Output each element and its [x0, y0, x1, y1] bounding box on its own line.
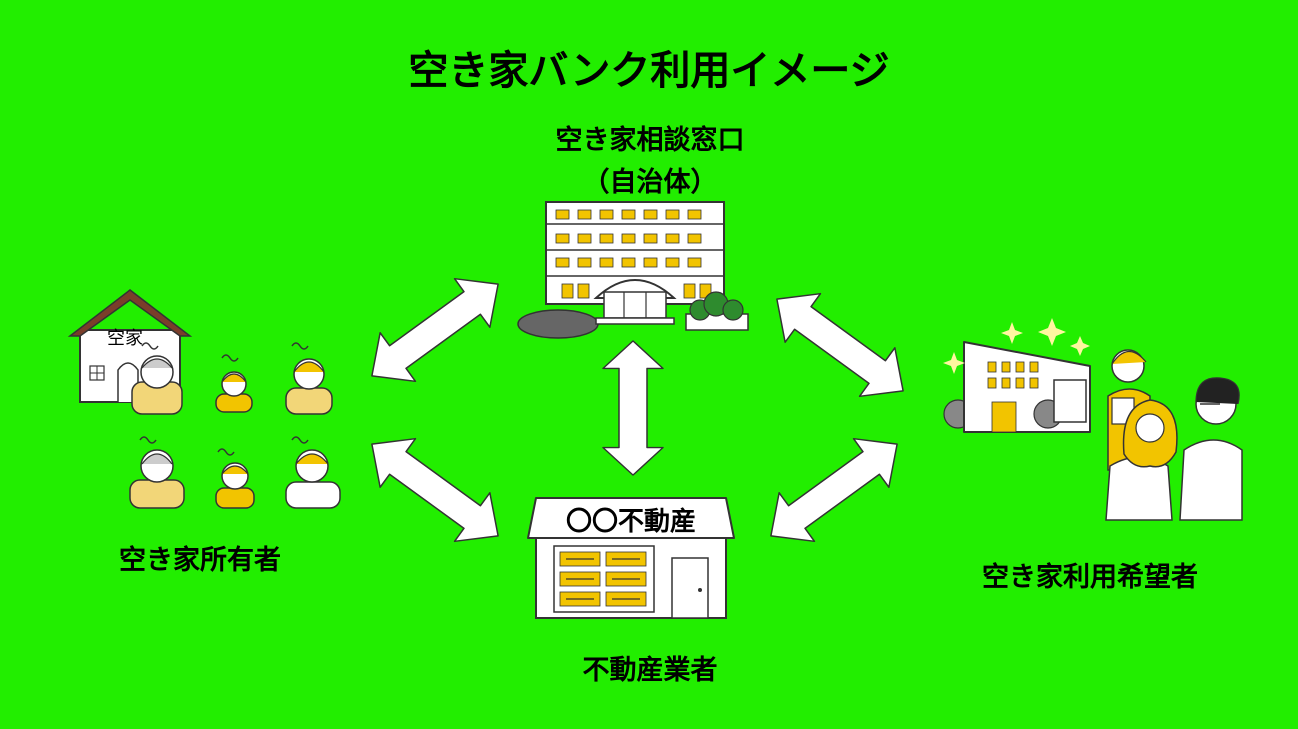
owner-person-6	[285, 449, 341, 509]
consultation-sublabel: （自治体）	[582, 167, 718, 198]
diagram-title: 空き家バンク利用イメージ	[408, 48, 890, 94]
user-label: 空き家利用希望者	[982, 562, 1198, 593]
arrow-agent-user	[752, 419, 916, 561]
vacant-house-icon: 空家	[67, 289, 193, 403]
municipal-building-icon	[517, 201, 749, 339]
woman-person	[1105, 399, 1178, 521]
real-estate-shop-icon: 〇〇不動産	[527, 497, 735, 619]
agent-label: 不動産業者	[582, 655, 718, 686]
owner-label: 空き家所有者	[119, 545, 281, 576]
arrow-owner-consultation	[353, 259, 517, 401]
worry-marks-icon	[139, 342, 309, 456]
owner-person-4	[129, 449, 185, 509]
arrow-owner-agent	[353, 419, 517, 561]
arrow-consultation-agent	[602, 340, 664, 476]
man-person	[1179, 377, 1243, 521]
owner-person-3	[285, 358, 333, 415]
modern-house-icon	[943, 341, 1091, 433]
house-sign-text: 空家	[107, 328, 143, 349]
arrow-consultation-user	[758, 274, 922, 416]
owner-person-2	[215, 371, 253, 413]
owner-person-5	[215, 462, 255, 509]
owner-person-1	[131, 355, 183, 415]
shop-sign-text: 〇〇不動産	[566, 506, 696, 537]
consultation-label: 空き家相談窓口	[555, 125, 745, 156]
sparkle-icon	[943, 318, 1090, 374]
